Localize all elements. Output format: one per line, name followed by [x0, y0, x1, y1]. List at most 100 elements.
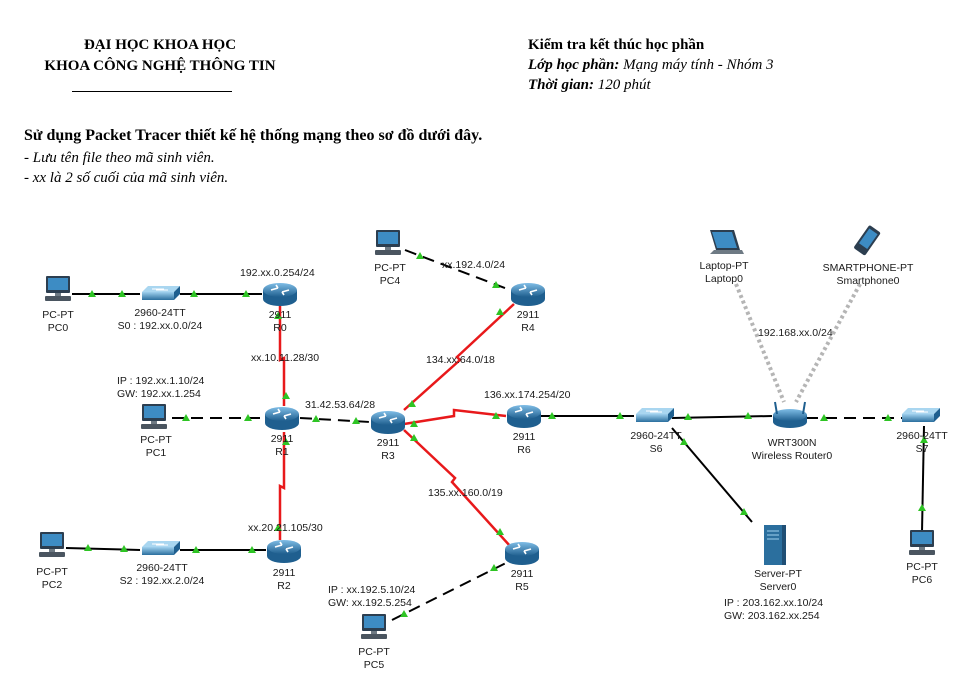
smartphone0-type: SMARTPHONE-PT [823, 262, 914, 274]
r5-icon [504, 541, 540, 566]
wr0-router[interactable]: WRT300N Wireless Router0 [752, 401, 833, 462]
pc5-icon [361, 614, 387, 639]
s6-switch[interactable]: 2960-24TT S6 [630, 407, 682, 455]
r0-icon [262, 282, 298, 307]
net-r1-r3: 31.42.53.64/28 [305, 399, 375, 411]
r4-icon [510, 282, 546, 307]
course-value: Mạng máy tính - Nhóm 3 [619, 57, 774, 73]
links [65, 249, 925, 621]
laptop0-type: Laptop-PT [699, 260, 749, 272]
net-r3-r5: 135.xx.160.0/19 [428, 487, 503, 499]
pc0-name: PC0 [48, 322, 69, 334]
pc0-device[interactable]: PC-PT PC0 [42, 276, 74, 334]
link-pc2-s2 [65, 547, 141, 551]
s7-switch[interactable]: 2960-24TT S7 [896, 407, 948, 455]
pc6-device[interactable]: PC-PT PC6 [906, 530, 938, 586]
r2-icon [266, 539, 302, 564]
link-status-markers [84, 252, 928, 617]
time-line: Thời gian: 120 phút [528, 75, 651, 95]
r4-name: R4 [521, 322, 535, 334]
pc5-device[interactable]: PC-PT PC5 [358, 614, 390, 671]
pc2-name: PC2 [42, 579, 63, 591]
pc4-device[interactable]: PC-PT PC4 [374, 230, 406, 287]
wr0-name: Wireless Router0 [752, 450, 833, 462]
faculty-name: KHOA CÔNG NGHỆ THÔNG TIN [44, 58, 276, 74]
wr0-type: WRT300N [768, 437, 817, 449]
laptop0-name: Laptop0 [705, 273, 743, 285]
pc6-icon [909, 530, 935, 555]
link-r3-r5 [403, 429, 511, 547]
link-r0-r1 [278, 306, 286, 406]
link-s7-pc6 [921, 425, 925, 533]
course-line: Lớp học phần: Mạng máy tính - Nhóm 3 [528, 55, 774, 75]
server-gw: GW: 203.162.xx.254 [724, 610, 820, 622]
s7-type: 2960-24TT [896, 430, 948, 442]
s6-name: S6 [650, 443, 663, 455]
net-r3-r4: 134.xx.64.0/18 [426, 354, 495, 366]
s6-type: 2960-24TT [630, 430, 682, 442]
r0-router[interactable]: 2911 R0 [262, 282, 298, 334]
pc1-ip: IP : 192.xx.1.10/24 [117, 375, 205, 387]
smartphone0-device[interactable]: SMARTPHONE-PT Smartphone0 [823, 224, 914, 287]
link-laptop0-wr0 [734, 283, 786, 403]
link-r1-r3 [299, 417, 371, 423]
university-name: ĐẠI HỌC KHOA HỌC [83, 37, 237, 53]
r1-router[interactable]: 2911 R1 [264, 406, 300, 458]
course-label: Lớp học phần: [528, 57, 620, 73]
pc1-name: PC1 [146, 447, 167, 459]
r6-router[interactable]: 2911 R6 [506, 404, 542, 456]
s0-icon [141, 285, 181, 301]
net-r0-r1: xx.10.11.28/30 [251, 352, 319, 364]
address-annotations: IP : 192.xx.1.10/24 GW: 192.xx.1.254 IP … [117, 375, 823, 622]
r6-type: 2911 [513, 431, 536, 443]
r3-name: R3 [381, 450, 395, 462]
net-r3-r6: 136.xx.174.254/20 [484, 389, 571, 401]
r6-icon [506, 404, 542, 429]
r1-name: R1 [275, 446, 289, 458]
pc1-type: PC-PT [140, 434, 172, 446]
pc5-type: PC-PT [358, 646, 390, 658]
pc4-type: PC-PT [374, 262, 406, 274]
server0-device[interactable]: Server-PT Server0 [754, 524, 803, 593]
time-label: Thời gian: [528, 77, 594, 93]
link-pc5-r5 [391, 561, 509, 621]
r0-name: R0 [273, 322, 287, 334]
r1-icon [264, 406, 300, 431]
net-r1-r2: xx.20.21.105/30 [248, 522, 323, 534]
s6-icon [635, 407, 675, 423]
r1-type: 2911 [271, 433, 294, 445]
net-r4-pc4: xx.192.4.0/24 [442, 259, 505, 271]
link-r1-r2 [278, 432, 286, 540]
header-underline [72, 91, 232, 92]
link-r3-r4 [403, 303, 515, 411]
pc2-device[interactable]: PC-PT PC2 [36, 532, 68, 591]
server0-name: Server0 [760, 581, 797, 593]
pc1-device[interactable]: PC-PT PC1 [140, 404, 172, 459]
pc4-name: PC4 [380, 275, 401, 287]
server-icon [763, 524, 787, 566]
network-labels: 192.xx.0.254/24 xx.10.11.28/30 31.42.53.… [240, 259, 833, 534]
r2-router[interactable]: 2911 R2 [266, 539, 302, 592]
s2-icon [141, 540, 181, 556]
pc1-gw: GW: 192.xx.1.254 [117, 388, 201, 400]
s0-switch[interactable]: 2960-24TT S0 : 192.xx.0.0/24 [118, 285, 203, 332]
smartphone0-name: Smartphone0 [836, 275, 899, 287]
r3-router[interactable]: 2911 R3 [370, 410, 406, 462]
r5-router[interactable]: 2911 R5 [504, 541, 540, 593]
wireless-router-icon [772, 401, 808, 429]
r0-type: 2911 [269, 309, 292, 321]
laptop0-device[interactable]: Laptop-PT Laptop0 [699, 230, 749, 285]
net-wireless: 192.168.xx.0/24 [758, 327, 833, 339]
pc2-type: PC-PT [36, 566, 68, 578]
r4-router[interactable]: 2911 R4 [510, 282, 546, 334]
instruction-line-2: - xx là 2 số cuối của mã sinh viên. [24, 170, 229, 186]
s0-type: 2960-24TT [134, 307, 186, 319]
r4-type: 2911 [517, 309, 540, 321]
r3-type: 2911 [377, 437, 400, 449]
pc2-icon [39, 532, 65, 557]
pc4-icon [375, 230, 401, 255]
r2-name: R2 [277, 580, 291, 592]
pc0-icon [45, 276, 71, 301]
s2-switch[interactable]: 2960-24TT S2 : 192.xx.2.0/24 [120, 540, 205, 587]
